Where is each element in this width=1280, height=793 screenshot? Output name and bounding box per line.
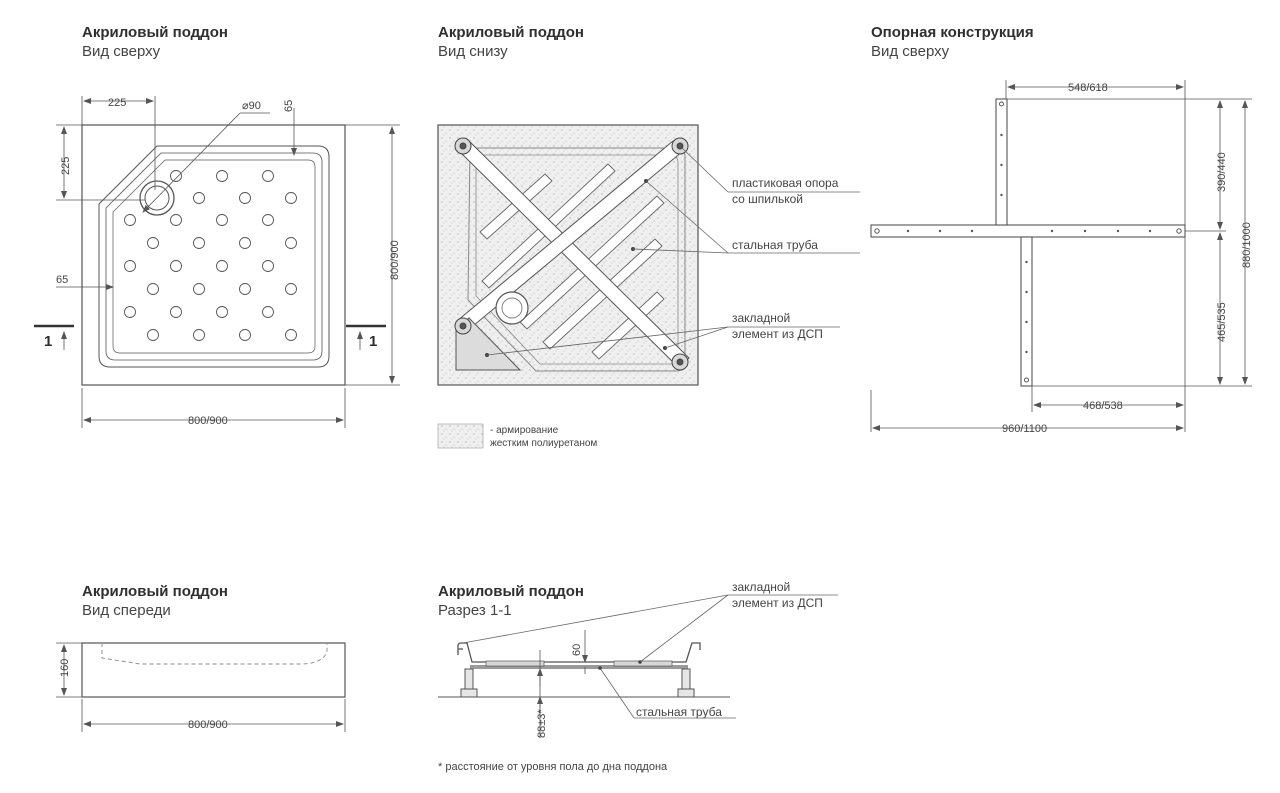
label-steel-pipe: стальная труба — [732, 238, 818, 252]
label-plastic-support-2: со шпилькой — [732, 192, 803, 206]
dim-top-width: 800/900 — [188, 415, 228, 427]
bottom-view-subtitle: Вид снизу — [438, 43, 508, 60]
support-frame — [870, 98, 1186, 387]
section-label-insert-2: элемент из ДСП — [732, 596, 823, 610]
dim-diameter-90: ⌀90 — [242, 100, 261, 112]
anti-slip-dot — [124, 260, 136, 272]
anti-slip-dot — [262, 170, 274, 182]
anti-slip-dot — [193, 237, 205, 249]
dim-225-top: 225 — [108, 97, 126, 109]
anti-slip-dot — [285, 329, 297, 341]
top-view-subtitle: Вид сверху — [82, 43, 161, 60]
anti-slip-dot — [262, 260, 274, 272]
anti-slip-dot — [170, 170, 182, 182]
section-label-steel-pipe: стальная труба — [636, 705, 722, 719]
anti-slip-dot — [193, 283, 205, 295]
support-upper-beam — [995, 98, 1008, 226]
legend-text-2: жестким полиуретаном — [490, 438, 597, 449]
anti-slip-dot — [216, 170, 228, 182]
section-title: Акриловый поддон — [438, 583, 584, 600]
anti-slip-dot — [262, 306, 274, 318]
dim-top-height: 800/900 — [389, 240, 401, 280]
label-insert-1: закладной — [732, 311, 790, 325]
front-view-title: Акриловый поддон — [82, 583, 228, 600]
legend: - армирование жестким полиуретаном — [437, 423, 597, 449]
anti-slip-dot — [262, 214, 274, 226]
legend-swatch — [437, 423, 484, 449]
bottom-drain — [495, 291, 529, 325]
anti-slip-dot — [285, 237, 297, 249]
anti-slip-dot — [239, 237, 251, 249]
anti-slip-dot — [216, 260, 228, 272]
section-mark-left: 1 — [44, 333, 52, 350]
footnote: * расстояние от уровня пола до дна поддо… — [438, 761, 668, 773]
anti-slip-dot — [193, 329, 205, 341]
bottom-view-drawing — [437, 124, 699, 386]
dim-390-440: 390/440 — [1216, 152, 1228, 192]
dim-60: 60 — [571, 644, 583, 656]
anti-slip-dot — [147, 283, 159, 295]
support-lower-beam — [1020, 236, 1033, 387]
label-insert-2: элемент из ДСП — [732, 327, 823, 341]
anti-slip-dot — [285, 283, 297, 295]
dim-65-top: 65 — [283, 100, 295, 112]
section-subtitle: Разрез 1-1 — [438, 602, 512, 619]
section-mark-right: 1 — [369, 333, 377, 350]
legend-text-1: - армирование — [490, 425, 559, 436]
front-view-labels: 160 800/900 — [59, 659, 228, 731]
anti-slip-dot — [147, 237, 159, 249]
front-view-subtitle: Вид спереди — [82, 602, 171, 619]
section-legs — [460, 668, 695, 698]
anti-slip-dot — [193, 192, 205, 204]
dim-548-618: 548/618 — [1068, 82, 1108, 94]
front-view-drawing — [56, 642, 346, 732]
anti-slip-dot — [124, 306, 136, 318]
dim-height-160: 160 — [59, 659, 71, 677]
anti-slip-dot — [170, 214, 182, 226]
support-subtitle: Вид сверху — [871, 43, 950, 60]
bottom-view-leaders — [486, 147, 860, 356]
anti-slip-dot — [216, 306, 228, 318]
anti-slip-dot — [285, 192, 297, 204]
bottom-view-title: Акриловый поддон — [438, 24, 584, 41]
anti-slip-dot — [170, 306, 182, 318]
dim-465-535: 465/535 — [1216, 302, 1228, 342]
anti-slip-dot — [216, 214, 228, 226]
anti-slip-dot — [124, 214, 136, 226]
section-label-insert-1: закладной — [732, 580, 790, 594]
anti-slip-dots — [124, 170, 297, 341]
anti-slip-dot — [239, 283, 251, 295]
support-dimensions — [870, 80, 1252, 432]
drain-hole — [139, 180, 175, 216]
support-title: Опорная конструкция — [871, 24, 1034, 41]
anti-slip-dot — [239, 192, 251, 204]
dim-front-width: 800/900 — [188, 719, 228, 731]
support-horizontal-beam — [870, 224, 1186, 238]
dim-225-left: 225 — [60, 157, 72, 175]
bottom-view-labels: пластиковая опора со шпилькой стальная т… — [732, 176, 839, 341]
anti-slip-dot — [239, 329, 251, 341]
dim-468-538: 468/538 — [1083, 400, 1123, 412]
support-dimension-labels: 548/618 468/538 960/1100 390/440 465/535… — [1002, 82, 1253, 435]
anti-slip-dot — [170, 260, 182, 272]
dim-65-left: 65 — [56, 274, 68, 286]
label-plastic-support-1: пластиковая опора — [732, 176, 839, 190]
top-view-title: Акриловый поддон — [82, 24, 228, 41]
dim-880-1000: 880/1000 — [1241, 222, 1253, 268]
top-view-dimension-labels: 225 ⌀90 65 225 65 800/900 800/900 1 1 — [44, 97, 401, 427]
dim-88: 88±3* — [536, 709, 548, 738]
top-view-dimensions — [34, 96, 400, 428]
section-labels: закладной элемент из ДСП 60 88±3* стальн… — [438, 580, 823, 773]
top-view-drawing — [81, 124, 346, 386]
anti-slip-dot — [147, 329, 159, 341]
section-drawing — [438, 594, 838, 738]
support-holes — [874, 101, 1182, 383]
dim-960-1100: 960/1100 — [1002, 423, 1047, 435]
